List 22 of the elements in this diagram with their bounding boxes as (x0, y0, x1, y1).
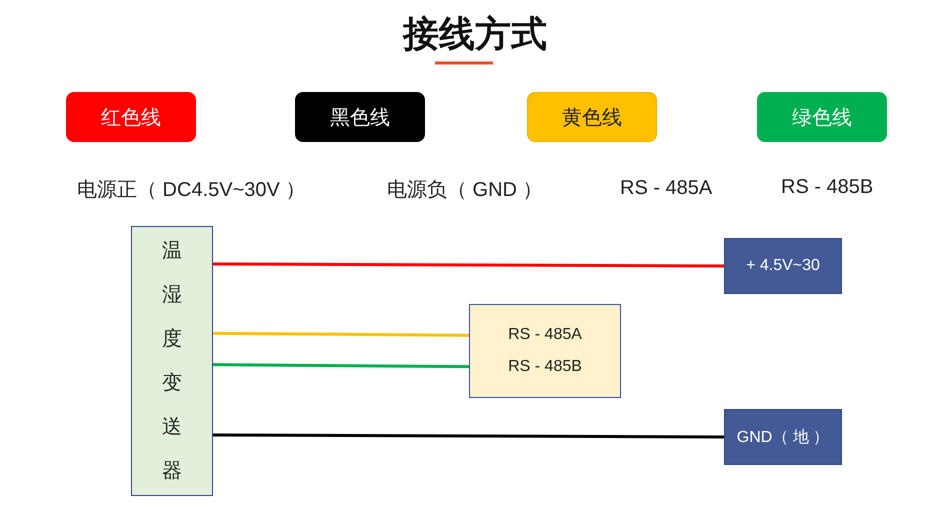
terminal-box (724, 409, 842, 465)
wire (212, 363, 470, 368)
rs485-box (469, 304, 621, 398)
wire-function-caption: 电源负（ GND ） (387, 178, 543, 203)
node-label: GND（ 地 ） (736, 428, 830, 448)
wire (212, 332, 470, 337)
node-label: 红色线 (101, 106, 161, 130)
node-label: RS - 485B (508, 357, 582, 377)
node-label: 绿色线 (792, 106, 852, 130)
terminal-box (724, 238, 842, 294)
wire-function-caption: RS - 485B (781, 176, 874, 199)
vertical-label: 温湿度变送器 (162, 239, 182, 484)
node-label: + 4.5V~30 (746, 257, 820, 275)
node-label: RS - 485A (508, 325, 582, 345)
wire-function-caption: 电源正（ DC4.5V~30V ） (77, 178, 306, 203)
wire (213, 262, 724, 268)
title: 接线方式 (401, 12, 548, 56)
node-label: 黑色线 (330, 106, 390, 130)
wire-function-caption: RS - 485A (620, 177, 712, 200)
node-label: 黄色线 (562, 106, 622, 130)
wire (213, 434, 724, 438)
transmitter-box (131, 226, 213, 496)
